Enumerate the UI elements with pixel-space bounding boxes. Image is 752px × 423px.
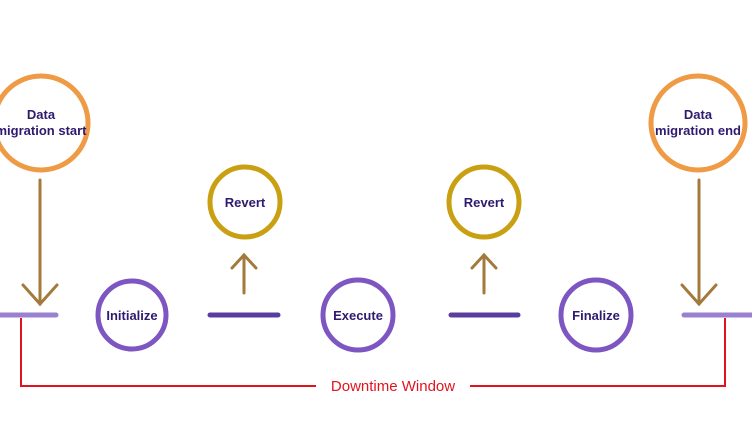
data-migration-end-line2: migration end (655, 123, 741, 138)
revert-label-1: Revert (225, 195, 266, 210)
data-migration-start-line1: Data (27, 107, 56, 122)
data-migration-end-line1: Data (684, 107, 713, 122)
revert-up-arrow-1 (230, 252, 258, 295)
revert-up-arrow-2 (470, 252, 498, 295)
downtime-window-bracket (20, 318, 726, 387)
start-down-arrow (21, 178, 59, 307)
initialize-label: Initialize (106, 308, 157, 323)
data-migration-start-node: Data migration start (0, 73, 91, 173)
revert-node-2: Revert (446, 164, 522, 240)
finalize-node: Finalize (558, 277, 634, 353)
execute-label: Execute (333, 308, 383, 323)
revert-node-1: Revert (207, 164, 283, 240)
data-migration-start-line2: migration start (0, 123, 87, 138)
revert-label-2: Revert (464, 195, 505, 210)
finalize-label: Finalize (572, 308, 620, 323)
data-migration-end-node: Data migration end (648, 73, 748, 173)
downtime-window-label: Downtime Window (331, 378, 455, 395)
initialize-node: Initialize (95, 278, 169, 352)
end-down-arrow (680, 178, 718, 307)
execute-node: Execute (320, 277, 396, 353)
